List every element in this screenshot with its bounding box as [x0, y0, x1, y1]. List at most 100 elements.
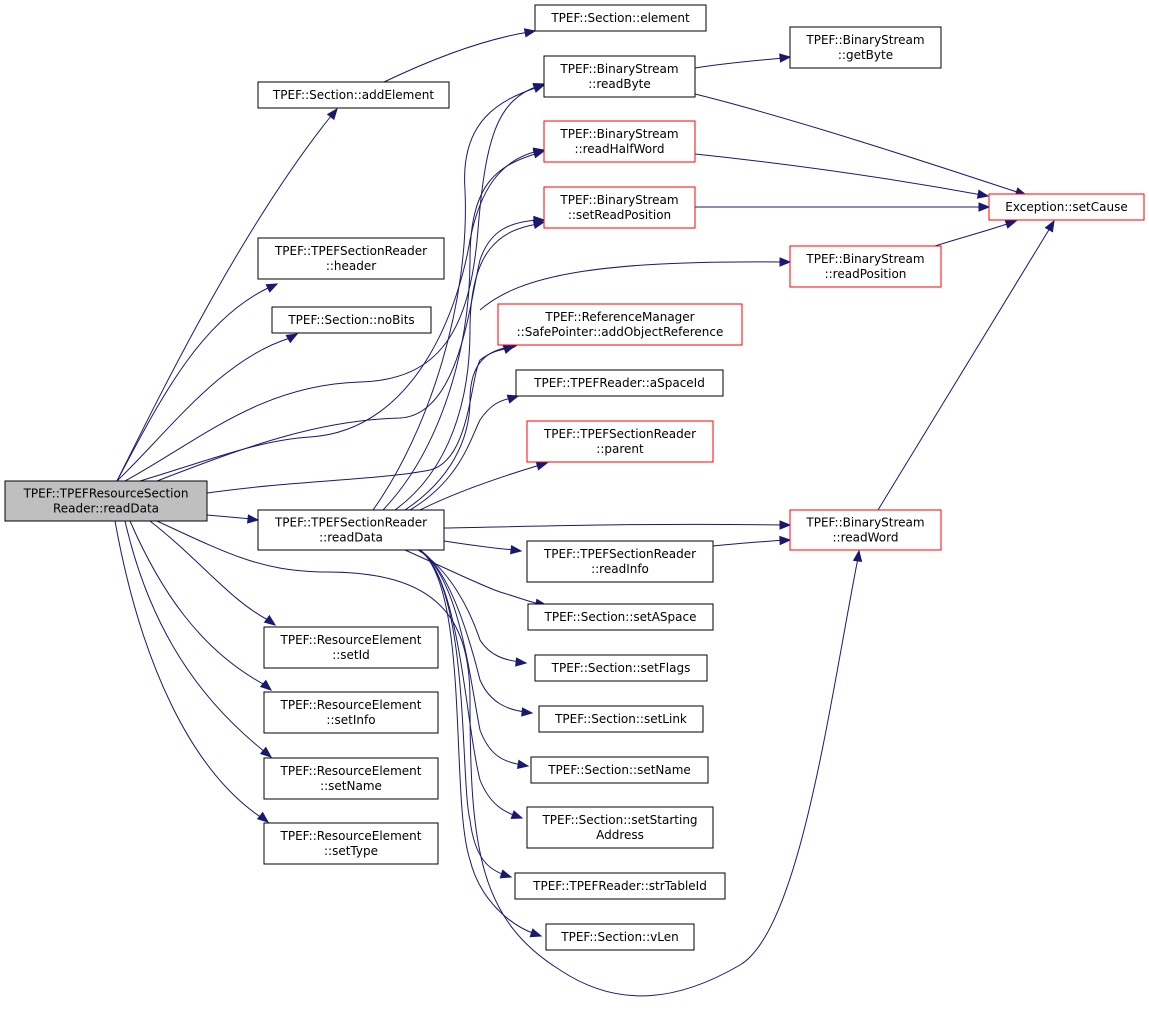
node-box: [988, 193, 1145, 221]
node-set-a-space[interactable]: TPEF::Section::setASpace: [527, 603, 714, 631]
arrowhead-srd-to-parent: [535, 461, 549, 471]
edge-srd-to-v-len: [419, 549, 536, 935]
node-root[interactable]: TPEF::TPEFResourceSectionReader::readDat…: [4, 480, 208, 522]
node-set-read-position[interactable]: TPEF::BinaryStream::setReadPosition: [543, 186, 696, 229]
arrowhead-srd-to-set-link: [521, 707, 534, 717]
arrowhead-srd-to-str-table-id: [499, 869, 513, 879]
edge-read-half-word-to-set-cause: [694, 153, 983, 196]
node-section-reader-read-data[interactable]: TPEF::TPEFSectionReader::readData: [257, 509, 445, 551]
arrowhead-srd-to-read-half-word: [532, 149, 546, 159]
node-label: ::header: [326, 259, 376, 273]
node-label: ::readData: [319, 531, 383, 545]
arrowhead-srd-to-read-position: [779, 257, 792, 267]
edge-root-to-read-half-word: [139, 150, 539, 482]
node-set-name-sec[interactable]: TPEF::Section::setName: [530, 756, 709, 784]
edge-root-to-set-type: [114, 520, 263, 819]
node-label: TPEF::Section::setStarting: [541, 813, 697, 827]
node-no-bits[interactable]: TPEF::Section::noBits: [271, 306, 432, 334]
edge-root-to-set-name-res: [124, 520, 266, 753]
node-get-byte[interactable]: TPEF::BinaryStream::getByte: [789, 26, 942, 69]
node-set-flags[interactable]: TPEF::Section::setFlags: [534, 654, 708, 682]
arrowhead-root-to-read-word: [852, 549, 863, 563]
node-set-cause[interactable]: Exception::setCause: [988, 193, 1145, 221]
edge-root-to-set-info: [129, 520, 266, 686]
node-read-word[interactable]: TPEF::BinaryStream::readWord: [789, 509, 942, 551]
arrowhead-root-to-add-element: [326, 107, 338, 121]
node-label: TPEF::TPEFSectionReader: [543, 427, 696, 441]
node-read-half-word[interactable]: TPEF::BinaryStream::readHalfWord: [543, 120, 696, 163]
node-box: [545, 923, 695, 951]
call-nodes: TPEF::TPEFResourceSectionReader::readDat…: [4, 4, 1145, 951]
node-box: [543, 186, 696, 229]
node-label: TPEF::ResourceElement: [280, 633, 422, 647]
node-v-len[interactable]: TPEF::Section::vLen: [545, 923, 695, 951]
node-label: TPEF::BinaryStream: [559, 62, 678, 76]
arrowhead-srd-to-set-name-sec: [516, 759, 530, 769]
node-label: ::getByte: [838, 48, 893, 62]
node-label: Reader::readData: [53, 502, 159, 516]
arrowhead-read-info-to-read-word: [779, 535, 792, 546]
node-str-table-id[interactable]: TPEF::TPEFReader::strTableId: [514, 872, 726, 900]
node-header[interactable]: TPEF::TPEFSectionReader::header: [257, 237, 445, 280]
node-box: [543, 55, 696, 98]
node-label: ::readPosition: [825, 267, 907, 281]
node-label: TPEF::Section::setName: [547, 763, 691, 777]
node-read-byte[interactable]: TPEF::BinaryStream::readByte: [543, 55, 696, 98]
node-set-type[interactable]: TPEF::ResourceElement::setType: [263, 822, 439, 865]
node-box: [514, 872, 726, 900]
edge-srd-to-set-read-position: [394, 223, 539, 511]
edge-read-byte-to-get-byte: [694, 57, 785, 69]
arrowhead-read-position-to-set-cause: [1004, 219, 1018, 229]
node-box: [271, 306, 432, 334]
node-read-info[interactable]: TPEF::TPEFSectionReader::readInfo: [526, 540, 714, 583]
node-label: TPEF::BinaryStream: [559, 127, 678, 141]
arrowhead-srd-to-set-starting-address: [510, 810, 524, 819]
node-set-link[interactable]: TPEF::Section::setLink: [538, 705, 704, 733]
node-box: [534, 654, 708, 682]
arrowhead-srd-to-read-byte: [532, 84, 546, 93]
edge-root-to-set-id: [149, 520, 269, 621]
node-add-element[interactable]: TPEF::Section::addElement: [257, 81, 450, 109]
node-a-space-id[interactable]: TPEF::TPEFReader::aSpaceId: [515, 369, 724, 397]
node-label: ::readHalfWord: [575, 142, 665, 156]
node-set-name-res[interactable]: TPEF::ResourceElement::setName: [263, 757, 439, 800]
node-label: TPEF::TPEFSectionReader: [543, 547, 696, 561]
node-parent[interactable]: TPEF::TPEFSectionReader::parent: [526, 420, 714, 463]
edge-srd-to-set-flags: [417, 549, 521, 663]
arrowhead-root-to-header: [265, 283, 279, 293]
node-label: TPEF::TPEFSectionReader: [274, 244, 427, 258]
node-box: [534, 4, 707, 32]
node-box: [543, 120, 696, 163]
node-read-position[interactable]: TPEF::BinaryStream::readPosition: [789, 245, 942, 288]
arrowhead-set-read-position-to-set-cause: [978, 202, 991, 212]
arrowhead-read-byte-to-get-byte: [779, 53, 792, 63]
arrowhead-read-word-to-set-cause: [1044, 219, 1055, 233]
node-add-object-reference[interactable]: TPEF::ReferenceManager::SafePointer::add…: [497, 303, 743, 346]
node-element[interactable]: TPEF::Section::element: [534, 4, 707, 32]
arrowhead-root-to-set-id: [263, 614, 277, 626]
node-label: ::setId: [332, 648, 370, 662]
node-label: TPEF::ResourceElement: [280, 764, 422, 778]
node-label: TPEF::ReferenceManager: [544, 310, 694, 324]
edge-srd-to-parent: [419, 464, 541, 511]
node-box: [526, 420, 714, 463]
node-box: [257, 81, 450, 109]
edge-srd-to-set-a-space: [404, 549, 541, 605]
edge-srd-to-read-position: [479, 261, 785, 311]
edge-srd-to-set-name-sec: [419, 549, 523, 766]
edge-srd-to-read-info: [443, 540, 516, 551]
node-set-id[interactable]: TPEF::ResourceElement::setId: [263, 626, 439, 669]
edge-root-to-section-reader-read-data: [206, 514, 253, 520]
node-box: [530, 756, 709, 784]
edge-srd-to-read-word: [443, 523, 785, 529]
edge-root-to-set-read-position: [156, 219, 539, 482]
edge-root-to-read-word: [156, 520, 859, 997]
node-label: ::setInfo: [326, 713, 375, 727]
node-label: TPEF::BinaryStream: [805, 252, 924, 266]
arrowhead-srd-to-v-len: [529, 928, 543, 938]
node-set-info[interactable]: TPEF::ResourceElement::setInfo: [263, 691, 439, 734]
arrowhead-srd-to-set-flags: [515, 657, 528, 667]
node-label: ::readWord: [833, 531, 899, 545]
